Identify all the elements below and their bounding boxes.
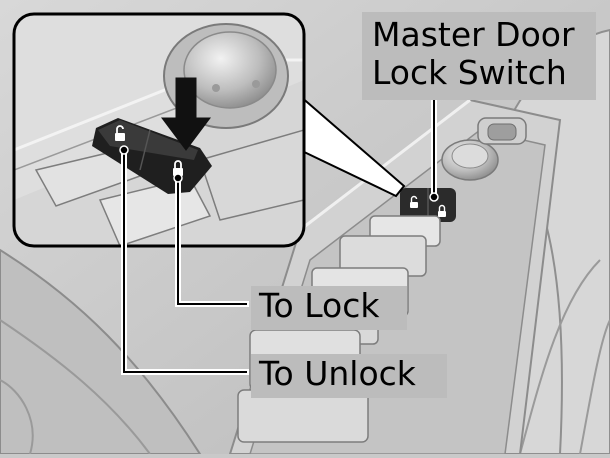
master-door-lock-switch-large [92,118,212,194]
master-label-line2: Lock Switch [372,53,567,92]
to-lock-label: To Lock [251,286,407,330]
down-arrow-icon [161,77,211,151]
lock-icon-small [438,204,446,217]
leader-lines [119,97,439,375]
master-door-lock-switch-label: Master Door Lock Switch [362,12,596,100]
unlock-icon [115,125,125,141]
inset-border [12,12,306,248]
unlock-icon-small [410,195,418,208]
master-label-line1: Master Door [372,15,575,54]
to-unlock-label: To Unlock [251,354,447,398]
inset-zoom [12,12,306,248]
